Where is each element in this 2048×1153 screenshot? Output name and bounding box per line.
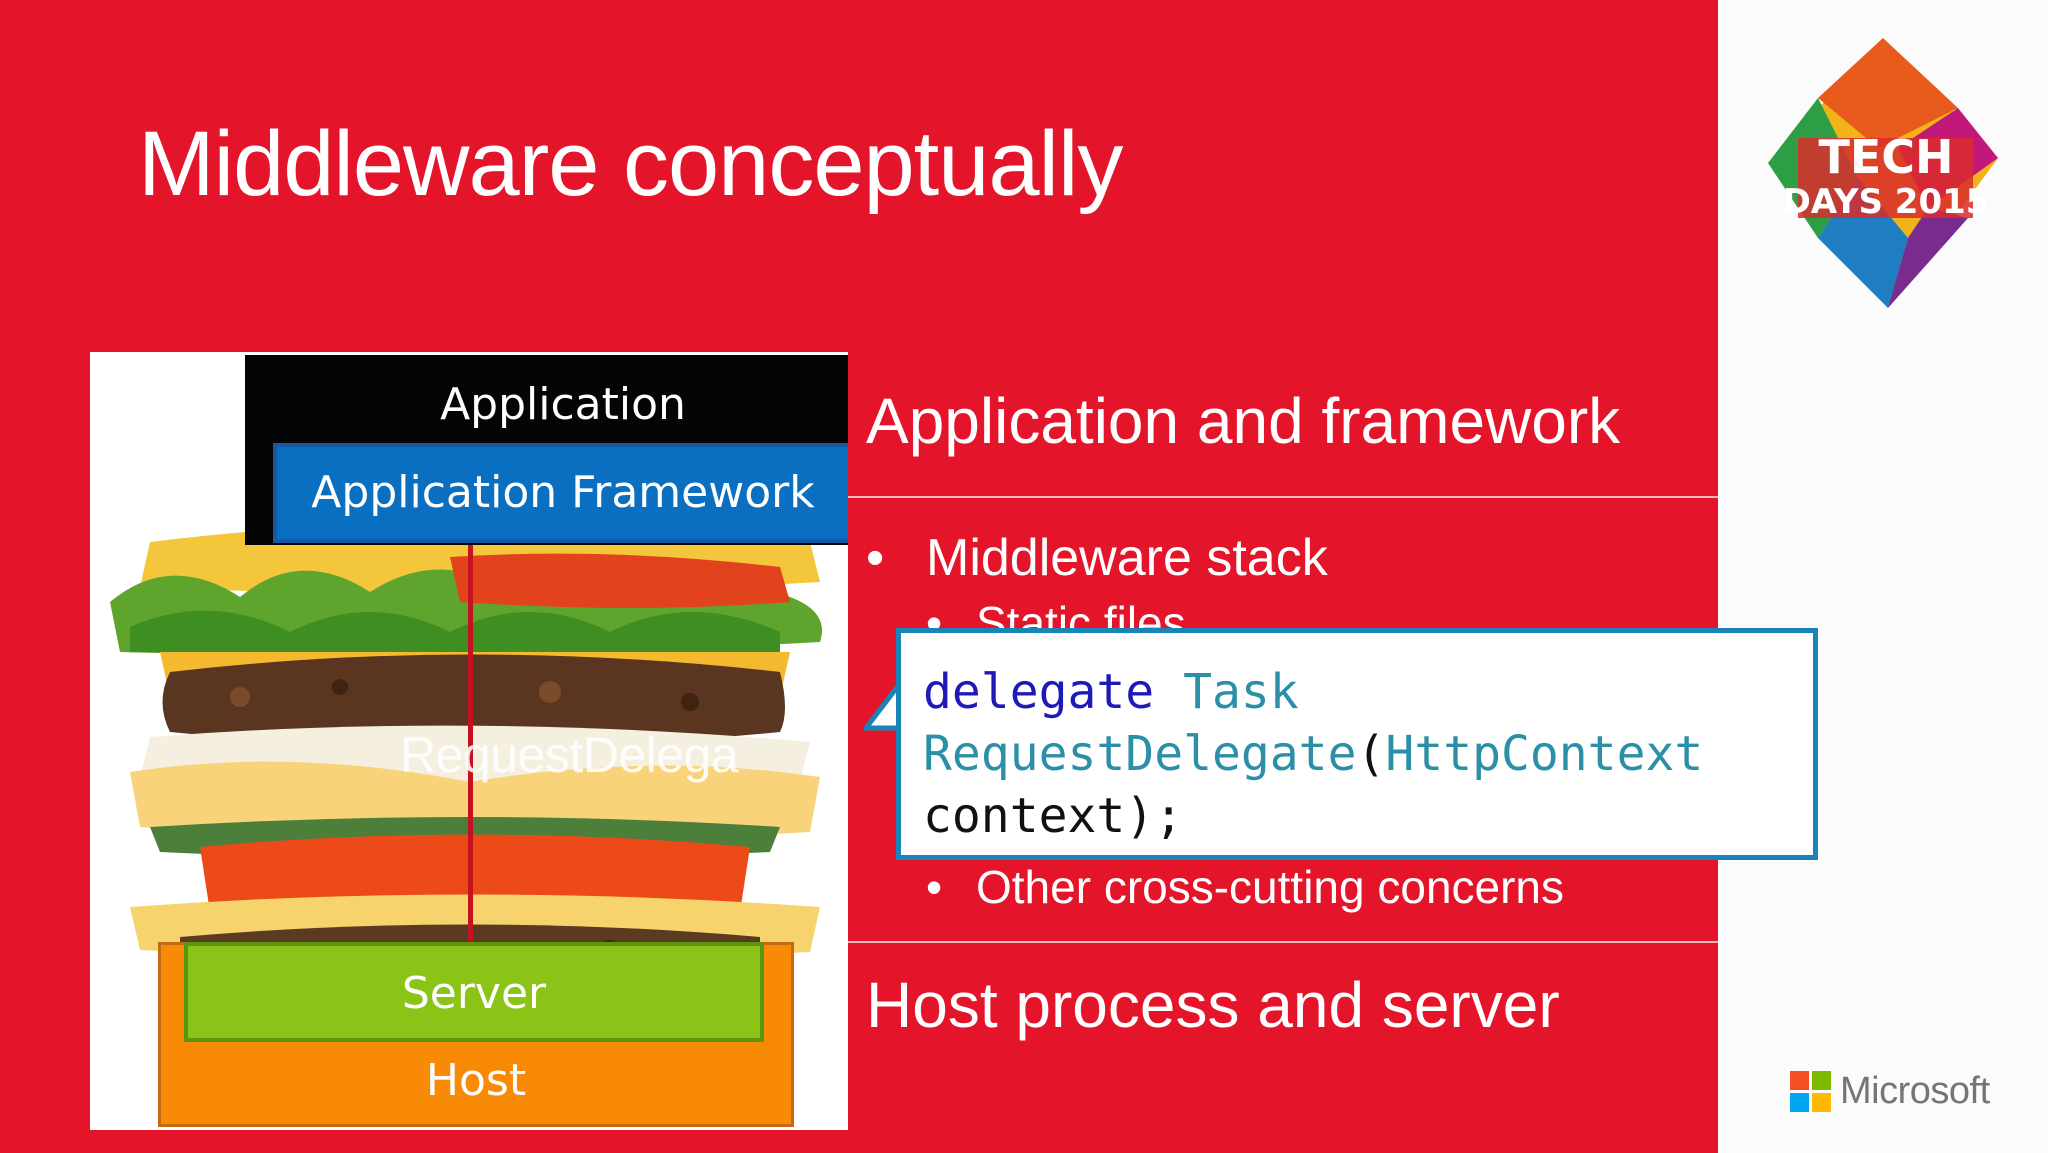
- code-name: RequestDelegate: [923, 726, 1357, 782]
- slide-canvas: Middleware conceptually: [90, 113, 1718, 1130]
- server-label: Server: [401, 968, 547, 1019]
- techdays-logo-icon: TECH DAYS 2015: [1768, 38, 1998, 308]
- server-layer: Server: [184, 942, 764, 1042]
- bullet-dot: •: [926, 861, 943, 913]
- code-param: context);: [923, 788, 1184, 844]
- code-param-type: HttpContext: [1385, 726, 1704, 782]
- application-layer: Application Application Framework: [245, 355, 848, 545]
- bullet-dot: •: [866, 529, 885, 587]
- bullet-text: Middleware stack: [926, 529, 1328, 587]
- application-label: Application: [440, 379, 686, 430]
- request-pipeline-line: [468, 545, 473, 942]
- microsoft-logo-icon: [1790, 1071, 1831, 1112]
- bullet-text: Other cross-cutting concerns: [976, 861, 1565, 913]
- request-delegate-callout: delegate Task RequestDelegate(HttpContex…: [896, 628, 1818, 860]
- section-app-framework: Application and framework: [866, 385, 1621, 457]
- section-host-server: Host process and server: [866, 969, 1560, 1041]
- svg-text:DAYS 2015: DAYS 2015: [1783, 182, 1990, 222]
- slide-title: Middleware conceptually: [138, 113, 1123, 215]
- bullet-middleware-stack: • Middleware stack: [866, 528, 1328, 588]
- sub-bullet-cross-cutting: • Other cross-cutting concerns: [926, 860, 1564, 914]
- divider-bottom: [848, 941, 1718, 943]
- svg-text:TECH: TECH: [1818, 130, 1953, 184]
- code-snippet: delegate Task RequestDelegate(HttpContex…: [923, 661, 1703, 847]
- code-keyword: delegate: [923, 664, 1155, 720]
- microsoft-wordmark: Microsoft: [1840, 1070, 1990, 1112]
- divider-top: [848, 496, 1718, 498]
- code-paren: (: [1356, 726, 1386, 782]
- application-framework-layer: Application Framework: [273, 443, 848, 543]
- host-label: Host: [425, 1055, 527, 1106]
- application-framework-label: Application Framework: [311, 467, 815, 518]
- middleware-burger-diagram: RequestDelega Host Server Application Ap…: [90, 352, 848, 1130]
- callout-pointer: [864, 682, 903, 731]
- request-delegate-label: RequestDelega: [400, 727, 739, 783]
- code-type: Task: [1183, 664, 1299, 720]
